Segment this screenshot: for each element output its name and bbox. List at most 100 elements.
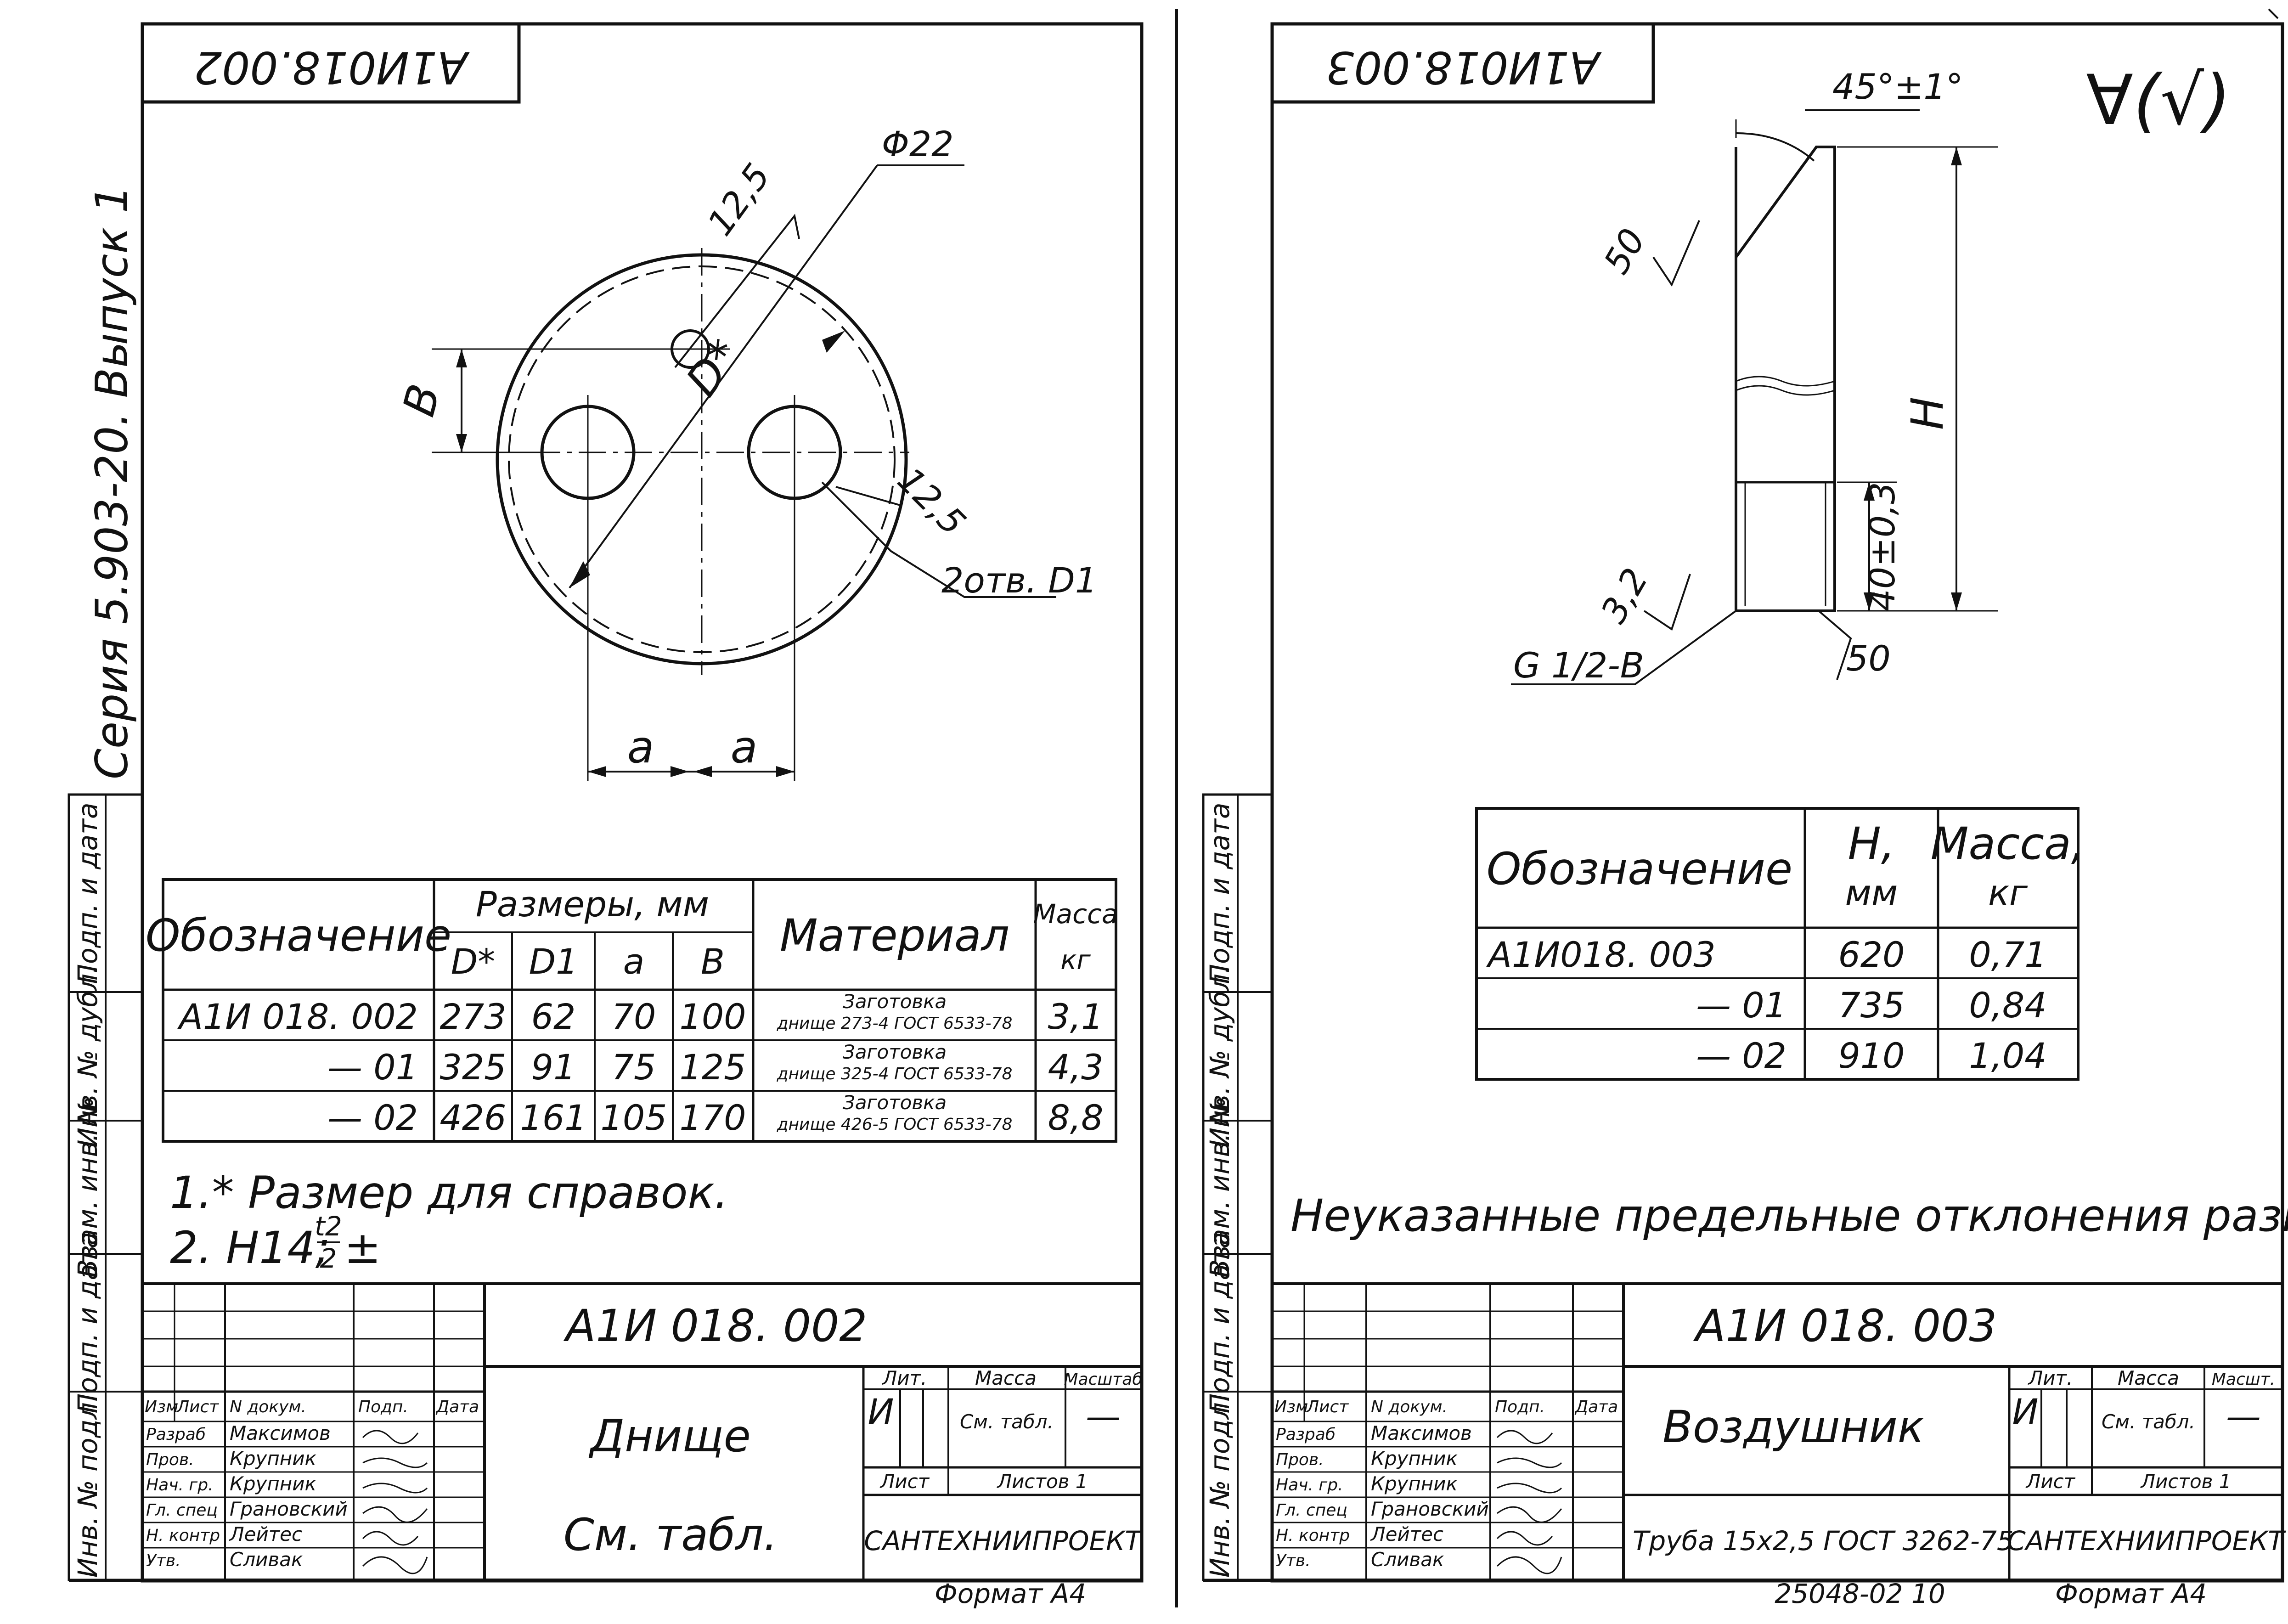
left-side-columns: Подп. и дата Инв. № дубл. Взам. инв. № П…	[68, 793, 144, 1581]
right-note: Неуказанные предельные отклонения размер…	[1291, 1190, 2288, 1241]
right-side-columns: Подп. и дата Инв. № дубл. Взам. инв. № П…	[1202, 793, 1274, 1581]
person: Максимов	[230, 1422, 331, 1444]
note-2-denominator: 2	[320, 1243, 337, 1274]
row-mass: 0,84	[1969, 985, 2046, 1026]
person: Лейтес	[1370, 1523, 1443, 1545]
row-mass: 4,3	[1048, 1047, 1104, 1088]
row-d: 325	[440, 1047, 506, 1088]
row-mass: 0,71	[1969, 934, 2046, 975]
signature	[362, 1483, 428, 1494]
left-sheet: A1И018.002 Серия 5.903-20. Выпуск 1 Подп…	[68, 22, 1144, 1609]
person: Крупник	[1371, 1447, 1458, 1470]
dim-holes: 2отв. D1	[941, 560, 1097, 601]
stamp-lit-value: И	[2012, 1391, 2039, 1432]
series-label: Серия 5.903-20. Выпуск 1	[86, 185, 137, 779]
row-mass: 3,1	[1048, 996, 1104, 1037]
note-2: 2. H14; ±	[170, 1222, 381, 1274]
role: Нач. гр.	[1276, 1476, 1343, 1494]
stamp-lit-label: Лит.	[2028, 1367, 2073, 1389]
row-b: 125	[679, 1047, 746, 1088]
row-h: 735	[1838, 985, 1905, 1026]
signature	[362, 1430, 419, 1444]
th-d: D*	[451, 941, 496, 982]
hdr-izm: Изм	[145, 1398, 178, 1416]
th-designation: Обозначение	[146, 910, 451, 961]
row-h: 620	[1838, 934, 1905, 975]
signature	[362, 1531, 419, 1546]
stamp-sheet-label: Лист	[2025, 1470, 2076, 1493]
signature	[362, 1506, 428, 1523]
row-d1: 161	[520, 1097, 586, 1138]
stamp-lit-value: И	[868, 1391, 894, 1432]
row-d: 273	[440, 996, 506, 1037]
right-top-stamp: A1И018.003	[1326, 42, 1602, 93]
left-top-stamp-box	[141, 22, 521, 104]
row-d: 426	[440, 1097, 506, 1138]
stamp-name: Днище	[588, 1410, 751, 1462]
person: Максимов	[1371, 1422, 1472, 1444]
disk-drawing: Φ22 D* 12,5 12,5 2отв. D1 B a a	[393, 124, 1097, 781]
dim-b: B	[393, 379, 451, 422]
side-label-5: Инв. № подл.	[72, 1394, 103, 1578]
row-a: 70	[612, 996, 656, 1037]
hdr-izm: Изм	[1274, 1398, 1308, 1416]
role: Нач. гр.	[146, 1476, 214, 1494]
row-material-1: Заготовка	[843, 1091, 947, 1114]
person: Грановский	[230, 1498, 348, 1520]
row-d1: 62	[531, 996, 576, 1037]
dim-thread-len: 40±0,3	[1862, 482, 1903, 611]
role: Пров.	[1276, 1450, 1324, 1469]
signature	[1497, 1483, 1562, 1494]
role: Гл. спец	[146, 1501, 218, 1520]
row-material-2: днище 273-4 ГОСТ 6533-78	[777, 1014, 1013, 1033]
stamp-mass-label: Масса	[975, 1367, 1037, 1389]
side-label-3: Взам. инв. №	[72, 1097, 103, 1278]
stamp-sheets-label: Листов 1	[2140, 1470, 2232, 1493]
role: Разраб	[1276, 1425, 1336, 1444]
role: Утв.	[146, 1551, 181, 1570]
th-material: Материал	[780, 910, 1009, 961]
row-material-1: Заготовка	[843, 990, 947, 1013]
person: Крупник	[230, 1472, 317, 1495]
row-b: 100	[679, 996, 746, 1037]
stamp-sheets-label: Листов 1	[997, 1470, 1088, 1493]
dim-12-5-top: 12,5	[699, 156, 778, 243]
hdr-list: Лист	[176, 1398, 219, 1416]
stamp-mass-value: См. табл.	[960, 1410, 1054, 1433]
person: Крупник	[230, 1447, 317, 1470]
th-mass: Масса,	[1931, 818, 2085, 869]
row-a: 75	[612, 1047, 656, 1088]
row-mass: 8,8	[1048, 1097, 1104, 1138]
th-designation: Обозначение	[1487, 843, 1792, 895]
row-material-1: Заготовка	[843, 1041, 947, 1063]
row-designation: A1И018. 003	[1486, 934, 1716, 975]
stamp-org: САНТЕХНИИПРОЕКТ	[2007, 1525, 2286, 1556]
th-sizes: Размеры, мм	[476, 884, 709, 925]
hdr-sign: Подп.	[358, 1398, 408, 1416]
row-designation: — 02	[327, 1097, 418, 1138]
hdr-list: Лист	[1306, 1398, 1349, 1416]
side-label-3: Взам. инв. №	[1204, 1097, 1235, 1278]
stamp-code: A1И 018. 003	[1693, 1300, 1997, 1352]
roughness-symbol: ∀(√)	[2086, 61, 2231, 141]
stamp-scale-label: Масштаб	[1064, 1370, 1142, 1389]
dim-d22: Φ22	[882, 124, 954, 164]
row-material-2: днище 426-5 ГОСТ 6533-78	[777, 1115, 1013, 1134]
hdr-date: Дата	[435, 1398, 479, 1416]
stamp-lit-label: Лит.	[882, 1367, 927, 1389]
stamp-scale-label: Масшт.	[2212, 1370, 2275, 1389]
stamp-scale-value: —	[1086, 1396, 1121, 1437]
person: Сливак	[1371, 1548, 1444, 1571]
note-1: 1.* Размер для справок.	[170, 1167, 728, 1218]
th-mass: Масса	[1033, 898, 1118, 930]
row-designation: A1И 018. 002	[177, 996, 418, 1037]
dim-angle: 45°±1°	[1832, 66, 1963, 107]
row-designation: — 02	[1696, 1035, 1786, 1076]
row-mass: 1,04	[1969, 1035, 2046, 1076]
stamp-material: См. табл.	[564, 1509, 778, 1561]
th-a: a	[623, 941, 645, 982]
dim-thread: G 1/2-B	[1513, 645, 1644, 686]
signature	[1497, 1506, 1562, 1523]
stamp-sheet-label: Лист	[879, 1470, 930, 1493]
side-label-5: Инв. № подл.	[1204, 1394, 1235, 1578]
